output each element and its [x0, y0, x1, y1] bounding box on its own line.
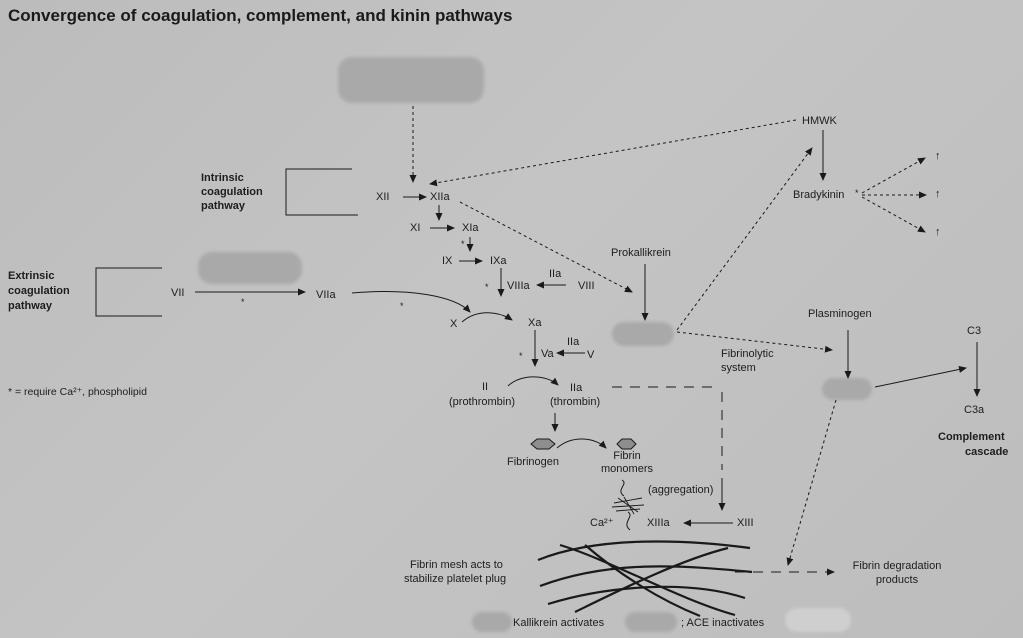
prokallikrein-label: Prokallikrein	[611, 247, 671, 259]
factor-va: Va	[541, 348, 554, 360]
redacted-label	[198, 252, 302, 284]
increase-arrow-1: ↑	[935, 150, 941, 162]
calcium-star: *	[400, 301, 404, 311]
redacted-label	[625, 612, 677, 632]
aggregation-label: (aggregation)	[648, 484, 714, 496]
factor-iia-2: IIa	[567, 336, 580, 348]
fibrin-degradation-line1: Fibrin degradation	[852, 560, 942, 572]
factor-ixa: IXa	[490, 255, 507, 267]
thrombin-label: (thrombin)	[550, 396, 601, 408]
factor-iia-1: IIa	[549, 268, 562, 280]
factor-xia: XIa	[462, 222, 479, 234]
redacted-label	[822, 378, 872, 400]
footnote: * = require Ca²⁺, phospholipid	[8, 386, 147, 398]
ace-inactivates: ; ACE inactivates	[681, 617, 765, 629]
increase-arrow-3: ↑	[935, 226, 941, 238]
fibrin-monomers-line2: monomers	[601, 463, 653, 475]
factor-ii: II	[482, 381, 489, 393]
redacted-label	[785, 608, 851, 632]
c3a-label: C3a	[964, 404, 985, 416]
factor-x: X	[450, 318, 458, 330]
increase-arrow-2: ↑	[935, 188, 941, 200]
calcium-star: *	[241, 297, 245, 307]
c3-label: C3	[967, 325, 982, 337]
hmwk-label: HMWK	[802, 115, 837, 127]
calcium-label: Ca²⁺	[590, 517, 614, 529]
calcium-star: *	[519, 351, 523, 361]
factor-xiii: XIII	[737, 517, 754, 529]
factor-xiiia: XIIIa	[647, 517, 670, 529]
factor-ix: IX	[442, 255, 453, 267]
fibrin-monomers-line1: Fibrin	[613, 450, 641, 462]
factor-xii: XII	[376, 191, 390, 203]
factor-viiia: VIIIa	[507, 280, 530, 292]
factor-viia: VIIa	[316, 289, 336, 301]
factor-xi: XI	[410, 222, 421, 234]
intrinsic-label-line2: coagulation	[201, 186, 263, 198]
extrinsic-label-line1: Extrinsic	[8, 270, 55, 282]
fibrin-mesh-line1: Fibrin mesh acts to	[410, 559, 503, 571]
plasminogen-label: Plasminogen	[808, 308, 872, 320]
fibrinolytic-line1: Fibrinolytic	[721, 348, 774, 360]
redacted-label	[338, 57, 484, 103]
prothrombin-label: (prothrombin)	[449, 396, 516, 408]
factor-viii: VIII	[578, 280, 595, 292]
extrinsic-label-line2: coagulation	[8, 285, 70, 297]
intrinsic-label-line3: pathway	[201, 200, 246, 212]
fibrin-degradation-line2: products	[875, 574, 919, 586]
calcium-star: *	[855, 188, 859, 198]
fibrin-mesh-line2: stabilize platelet plug	[404, 573, 507, 585]
page-title: Convergence of coagulation, complement, …	[8, 6, 513, 25]
bradykinin-label: Bradykinin	[793, 189, 845, 201]
fibrinogen-label: Fibrinogen	[507, 456, 559, 468]
intrinsic-label-line1: Intrinsic	[201, 172, 244, 184]
calcium-star: *	[485, 282, 489, 292]
factor-vii: VII	[171, 287, 185, 299]
factor-xiia: XIIa	[430, 191, 450, 203]
fibrinolytic-line2: system	[721, 362, 756, 374]
redacted-label	[612, 322, 674, 346]
factor-v: V	[587, 349, 595, 361]
kallikrein-activates: Kallikrein activates	[513, 617, 605, 629]
extrinsic-label-line3: pathway	[8, 300, 53, 312]
complement-line2: cascade	[965, 446, 1009, 458]
calcium-star: *	[461, 239, 465, 249]
complement-line1: Complement	[938, 431, 1005, 443]
redacted-label	[472, 612, 512, 632]
factor-xa: Xa	[528, 317, 542, 329]
factor-iia-3: IIa	[570, 382, 583, 394]
